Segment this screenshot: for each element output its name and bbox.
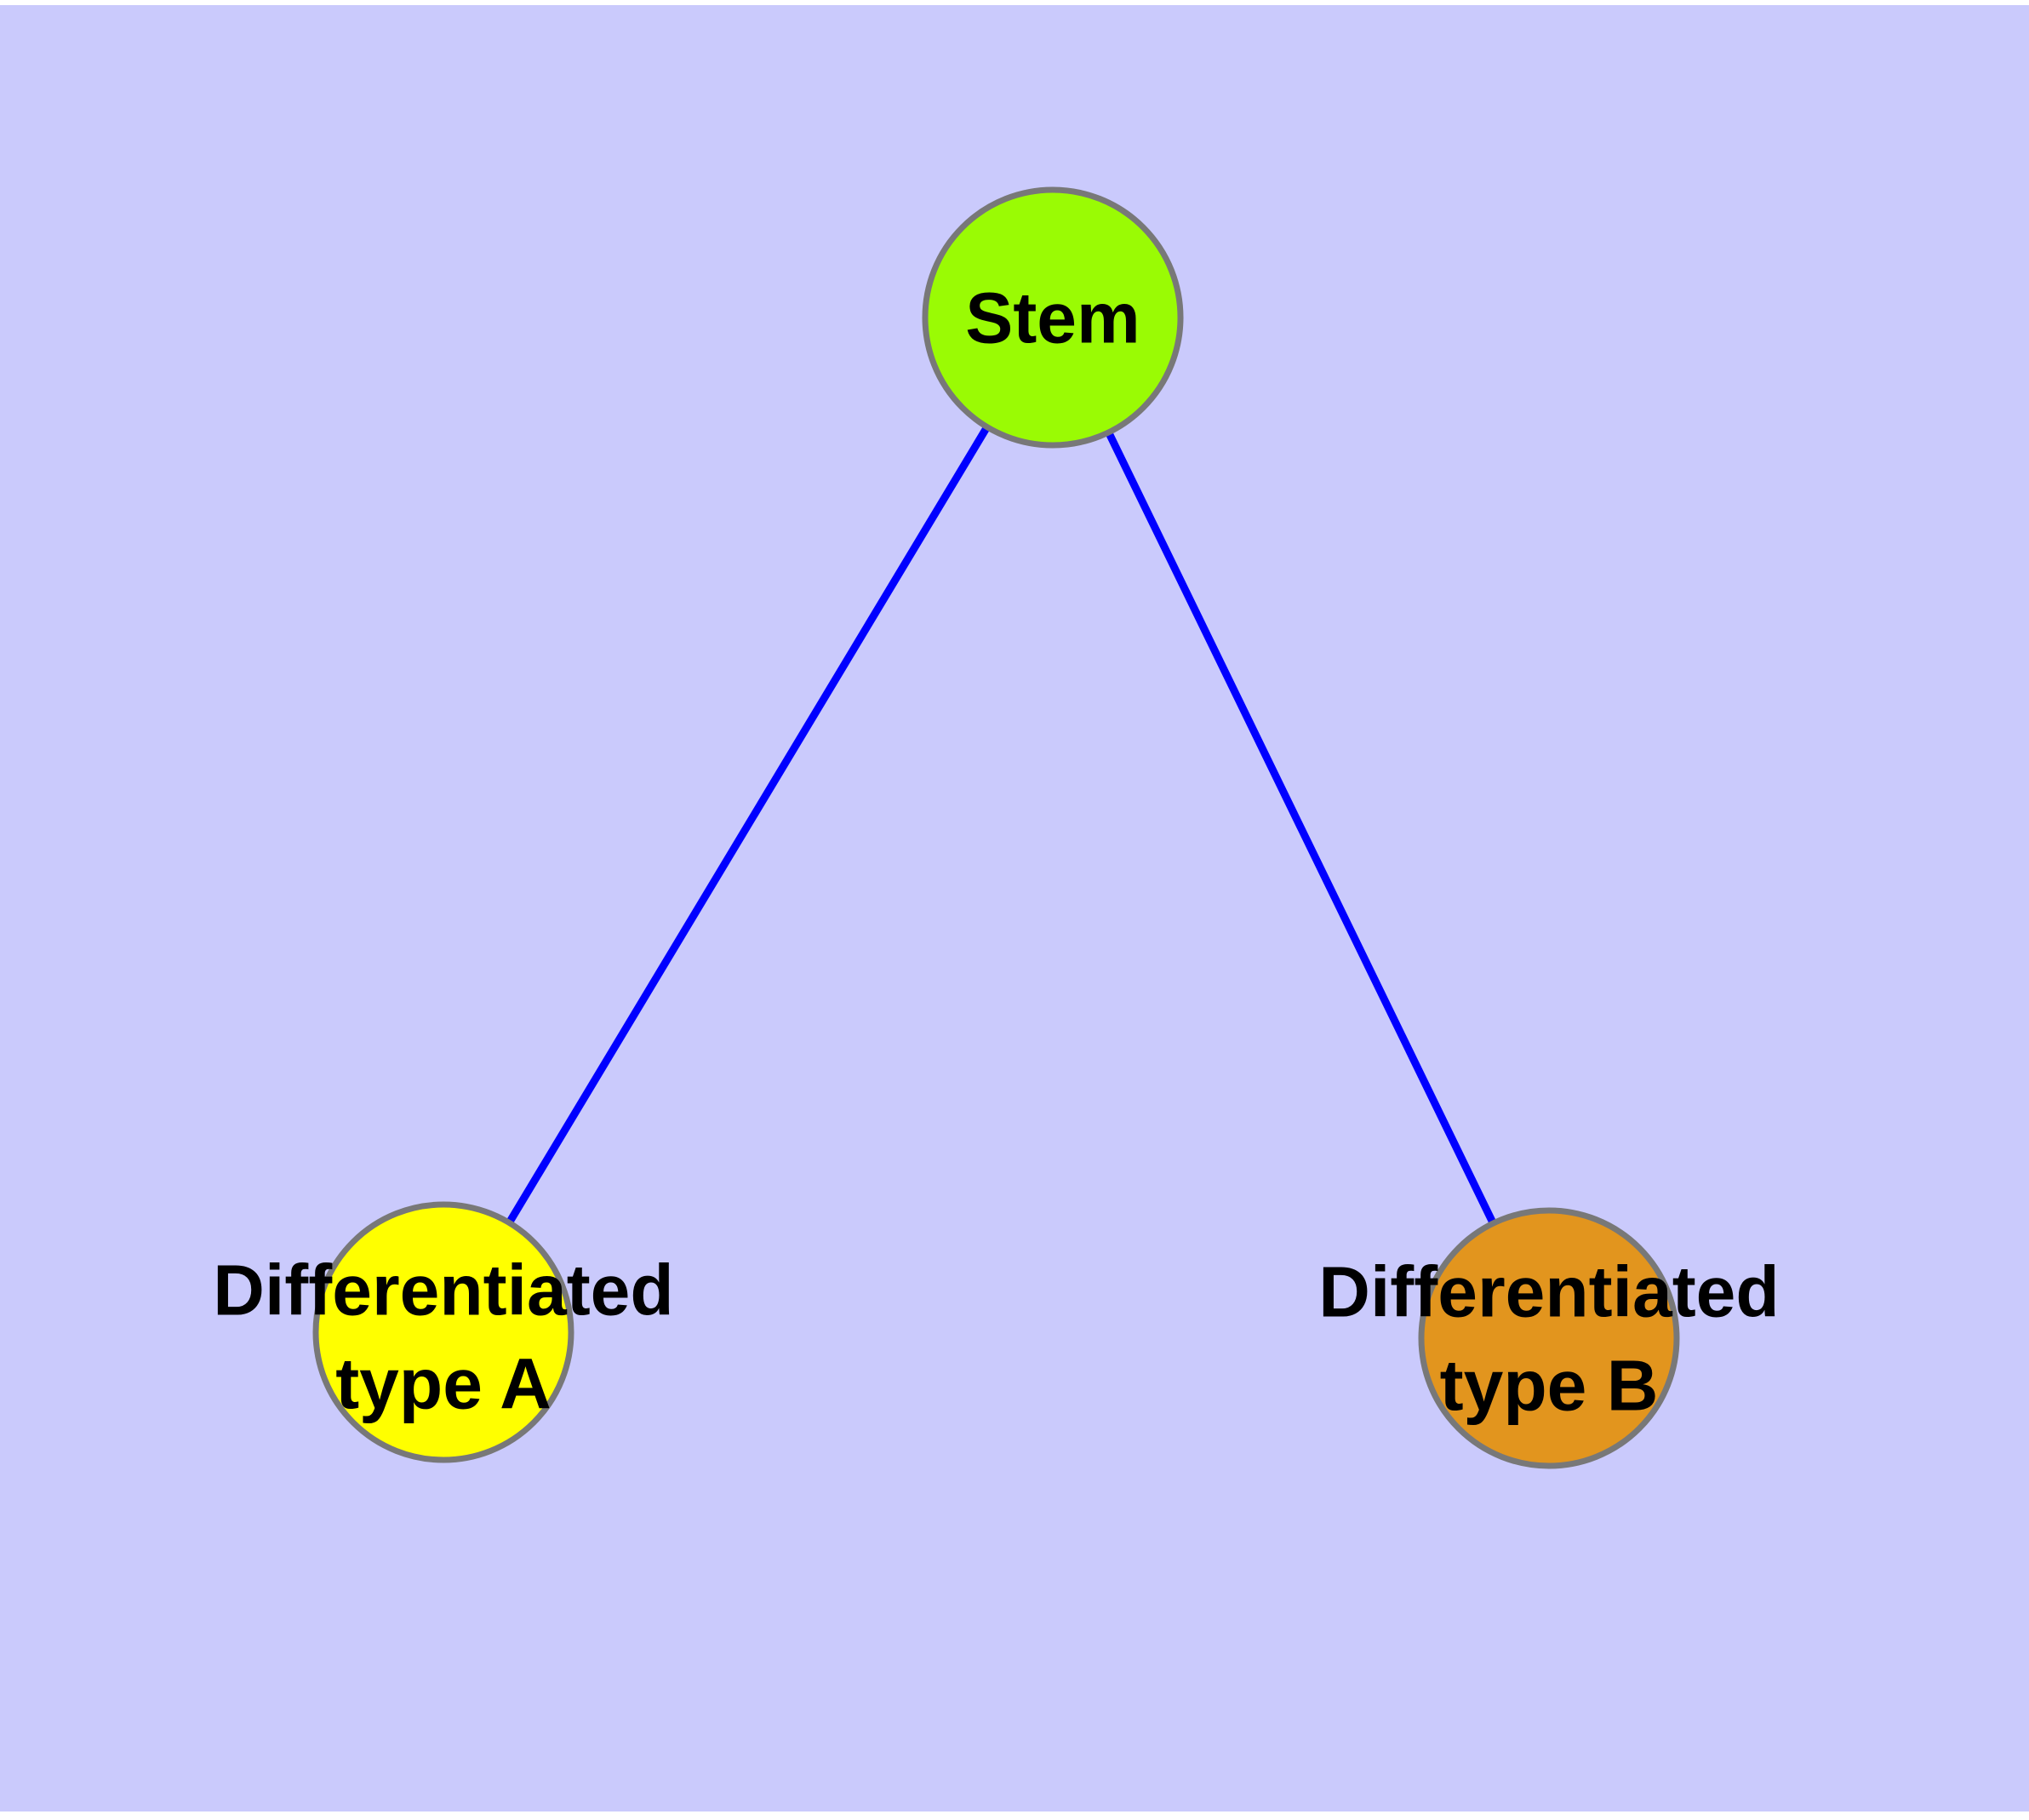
stem-node-circle <box>922 186 1184 449</box>
edge-stem-to-type-b <box>1049 316 1553 1340</box>
type-a-node-label-line2: type A <box>335 1343 552 1423</box>
type-b-node-circle <box>1418 1207 1680 1469</box>
edge-stem-to-type-a <box>440 315 1056 1335</box>
type-a-node-label-line1: Differentiated <box>213 1250 673 1330</box>
type-b-node-label-line2: type B <box>1440 1345 1659 1425</box>
type-a-node-circle <box>312 1201 574 1463</box>
stem-node-label: Stem <box>965 278 1140 358</box>
type-b-node-label-line1: Differentiated <box>1318 1251 1779 1331</box>
